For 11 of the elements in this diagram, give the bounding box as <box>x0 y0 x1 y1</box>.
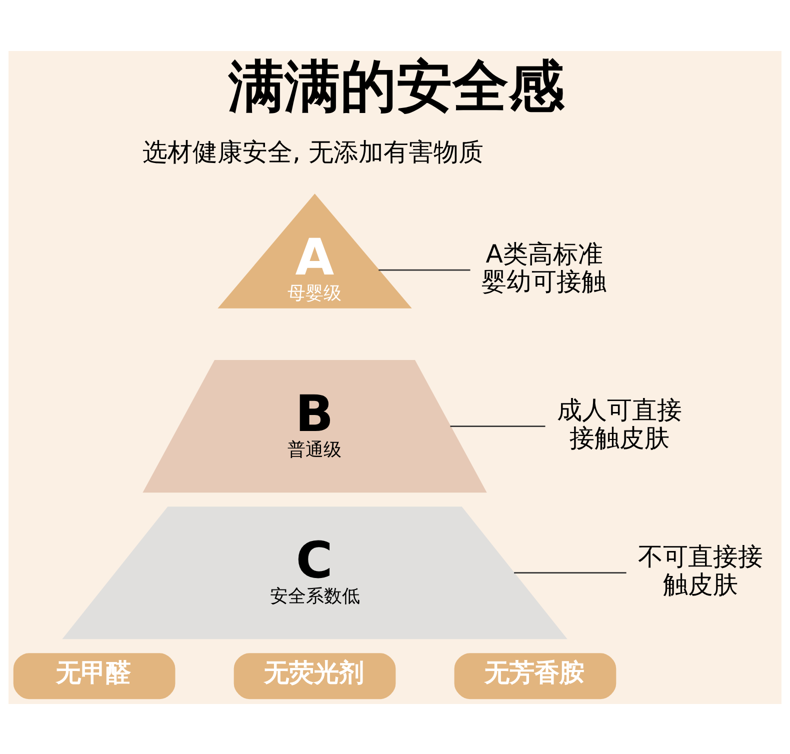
label: 选材健康安全, 无添加有害物质 <box>142 136 484 166</box>
node-box: 无荧光剂 <box>234 652 396 699</box>
connector <box>514 572 626 574</box>
node-box: 无甲醛 <box>13 652 176 699</box>
node-text: 不可直接接触皮肤 <box>638 542 763 598</box>
node-box: 无芳香胺 <box>454 652 616 699</box>
connector <box>450 425 546 427</box>
node-text: 成人可直接接触皮肤 <box>556 395 682 452</box>
diagram-title: 满满的安全感 <box>228 54 564 119</box>
connector <box>378 268 470 270</box>
node-text: A类高标准婴幼可接触 <box>482 238 607 296</box>
